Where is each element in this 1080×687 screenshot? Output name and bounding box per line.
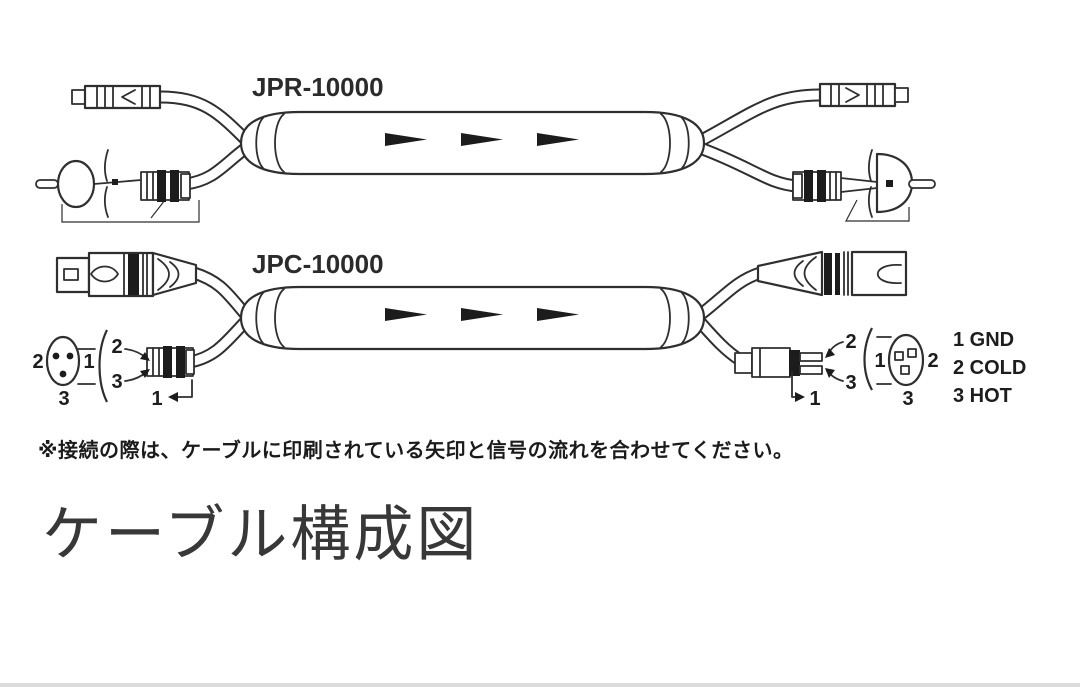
rca-phono-plug-bottom-left xyxy=(35,149,200,223)
rca-phono-plug-bottom-right xyxy=(792,149,936,222)
right-wire2-label: 2 xyxy=(845,331,856,353)
pin-signal-legend: 1 GND 2 COLD 3 HOT xyxy=(953,329,1026,407)
jpc-left-wire-callouts: 2 3 1 xyxy=(98,329,193,410)
female-face-pin1-label: 1 xyxy=(83,351,94,373)
legend-hot: 3 HOT xyxy=(953,385,1012,407)
female-face-pin2-label: 2 xyxy=(32,351,43,373)
page-title: ケーブル構成図 xyxy=(42,501,480,568)
bottom-divider xyxy=(0,683,1080,687)
left-wire3-label: 3 xyxy=(111,371,122,393)
rca-plug-top-left-icon xyxy=(71,84,162,110)
jpr-wire-branches xyxy=(159,88,821,193)
jpc-left-solder-connector xyxy=(146,346,195,378)
xlr-male-connector-icon xyxy=(756,250,908,297)
xlr-male-pinout: 1 2 3 xyxy=(874,333,939,410)
jpc-right-wire-callouts: 2 3 1 xyxy=(791,327,873,410)
right-wire1-label: 1 xyxy=(809,388,820,410)
legend-cold: 2 COLD xyxy=(953,357,1026,379)
rca-plug-top-right-icon xyxy=(818,82,909,108)
jpc-cable-diagram: JPC-10000 xyxy=(32,249,1026,410)
legend-gnd: 1 GND xyxy=(953,329,1014,351)
male-face-pin3-label: 3 xyxy=(902,388,913,410)
jpr-signal-direction-arrows xyxy=(385,133,579,146)
connection-note: ※接続の際は、ケーブルに印刷されている矢印と信号の流れを合わせてください。 xyxy=(38,440,794,462)
left-wire2-label: 2 xyxy=(111,336,122,358)
jpc-signal-direction-arrows xyxy=(385,308,579,321)
jpc-right-solder-connector xyxy=(734,347,823,378)
jpr-model-label: JPR-10000 xyxy=(252,72,384,102)
right-wire3-label: 3 xyxy=(845,372,856,394)
male-face-pin1-label: 1 xyxy=(874,350,885,372)
jpc-model-label: JPC-10000 xyxy=(252,249,384,279)
jpr-cable-diagram: JPR-10000 xyxy=(35,72,936,223)
female-face-pin3-label: 3 xyxy=(58,388,69,410)
xlr-female-pinout: 2 1 3 xyxy=(32,335,96,410)
cable-diagram-canvas: JPR-10000 xyxy=(32,72,1026,410)
left-wire1-label: 1 xyxy=(151,388,162,410)
xlr-female-connector-icon xyxy=(55,251,198,298)
male-face-pin2-label: 2 xyxy=(927,350,938,372)
